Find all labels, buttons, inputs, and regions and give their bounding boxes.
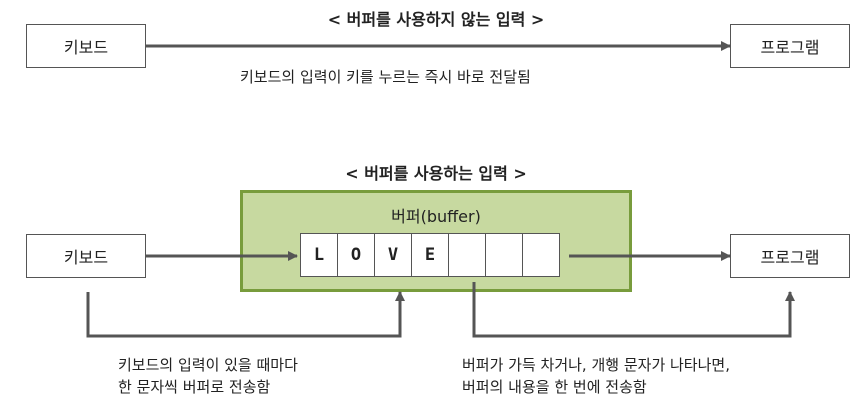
program-box-top: 프로그램 <box>730 24 850 68</box>
buffer-cell: E <box>411 233 449 277</box>
keyboard-box-top: 키보드 <box>26 24 146 68</box>
buffer-cell <box>485 233 523 277</box>
program-box-bottom: 프로그램 <box>730 234 850 278</box>
caption-left-line1: 키보드의 입력이 있을 때마다 <box>118 356 298 374</box>
caption-right-line2: 버퍼의 내용을 한 번에 전송함 <box>462 378 647 396</box>
no-buffer-caption: 키보드의 입력이 키를 누르는 즉시 바로 전달됨 <box>240 68 531 86</box>
no-buffer-title: < 버퍼를 사용하지 않는 입력 > <box>327 10 545 29</box>
buffer-cells: L O V E <box>300 233 560 277</box>
buffer-box: 버퍼(buffer) L O V E <box>240 190 632 292</box>
caption-left-line2: 한 문자씩 버퍼로 전송함 <box>118 378 271 396</box>
buffer-title: < 버퍼를 사용하는 입력 > <box>345 164 527 183</box>
buffer-label: 버퍼(buffer) <box>391 207 481 226</box>
buffer-cell: L <box>300 233 338 277</box>
arrow-buffer-flush-path <box>472 282 795 338</box>
keyboard-box-bottom: 키보드 <box>26 234 146 278</box>
buffer-cell <box>522 233 560 277</box>
buffer-cell: V <box>374 233 412 277</box>
arrow-keyboard-send-path <box>86 291 405 338</box>
caption-right-line1: 버퍼가 가득 차거나, 개행 문자가 나타나면, <box>462 356 730 374</box>
buffer-cell <box>448 233 486 277</box>
